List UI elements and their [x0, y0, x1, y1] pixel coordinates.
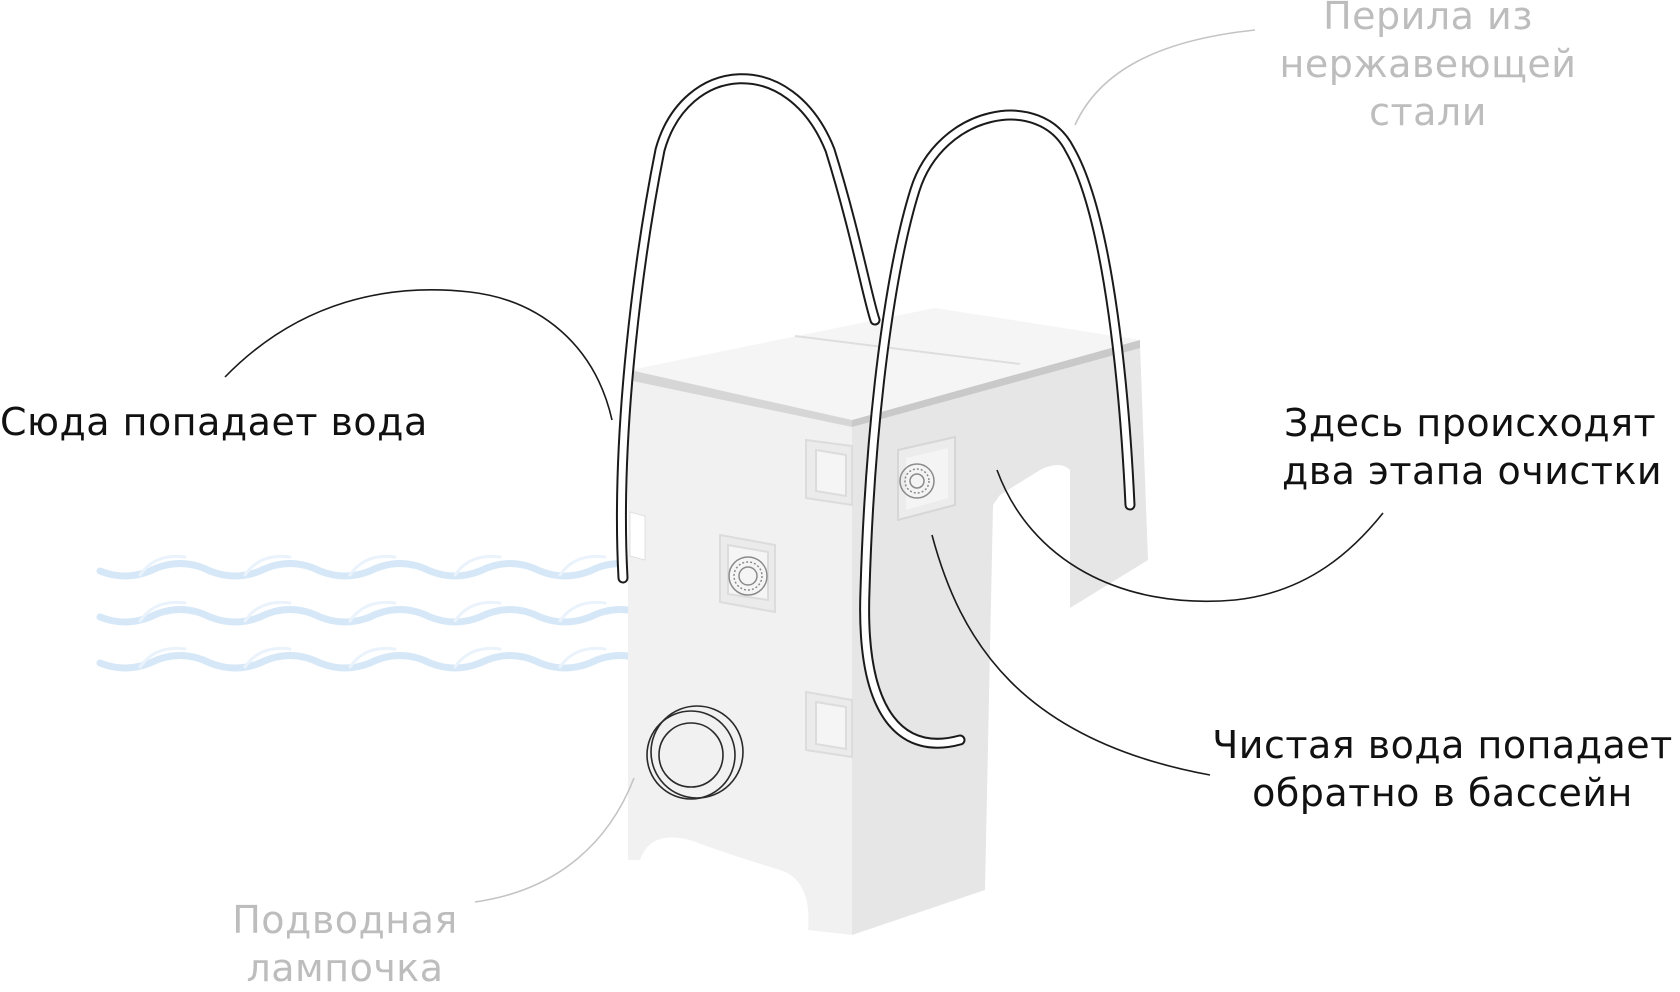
label-stages-line-2: два этапа очистки: [1282, 449, 1663, 493]
label-railings-line-2: нержавеющей: [1279, 42, 1577, 86]
label-railings-line-1: Перила из: [1323, 0, 1533, 38]
leader-line-lamp: [474, 777, 635, 903]
label-water-in-line-1: Сюда попадает вода: [0, 400, 428, 444]
label-clean-water-line-1: Чистая вода попадает: [1212, 723, 1673, 767]
leader-line-clean-water: [931, 534, 1211, 776]
label-lamp-line-1: Подводная: [232, 898, 458, 942]
water-waves-icon: [96, 560, 654, 672]
label-clean-water-line-2: обратно в бассейн: [1252, 771, 1633, 815]
label-lamp-line-2: лампочка: [246, 946, 444, 990]
leader-line-railings: [1074, 29, 1256, 126]
label-water-in: Сюда попадает вода: [0, 398, 428, 446]
label-railings-line-3: стали: [1369, 90, 1487, 134]
label-stages: Здесь происходят два этапа очистки: [1282, 399, 1662, 495]
leader-line-stages: [996, 469, 1384, 602]
label-railings: Перила из нержавеющей стали: [1258, 0, 1598, 136]
label-clean-water: Чистая вода попадает обратно в бассейн: [1205, 721, 1680, 817]
label-lamp: Подводная лампочка: [215, 896, 475, 992]
label-stages-line-1: Здесь происходят: [1284, 401, 1657, 445]
underwater-lamp-icon: [646, 705, 744, 800]
stainless-railing-icon: [615, 73, 1136, 749]
leader-line-water-in: [224, 289, 613, 421]
skimmer-unit-icon: [628, 308, 1148, 935]
